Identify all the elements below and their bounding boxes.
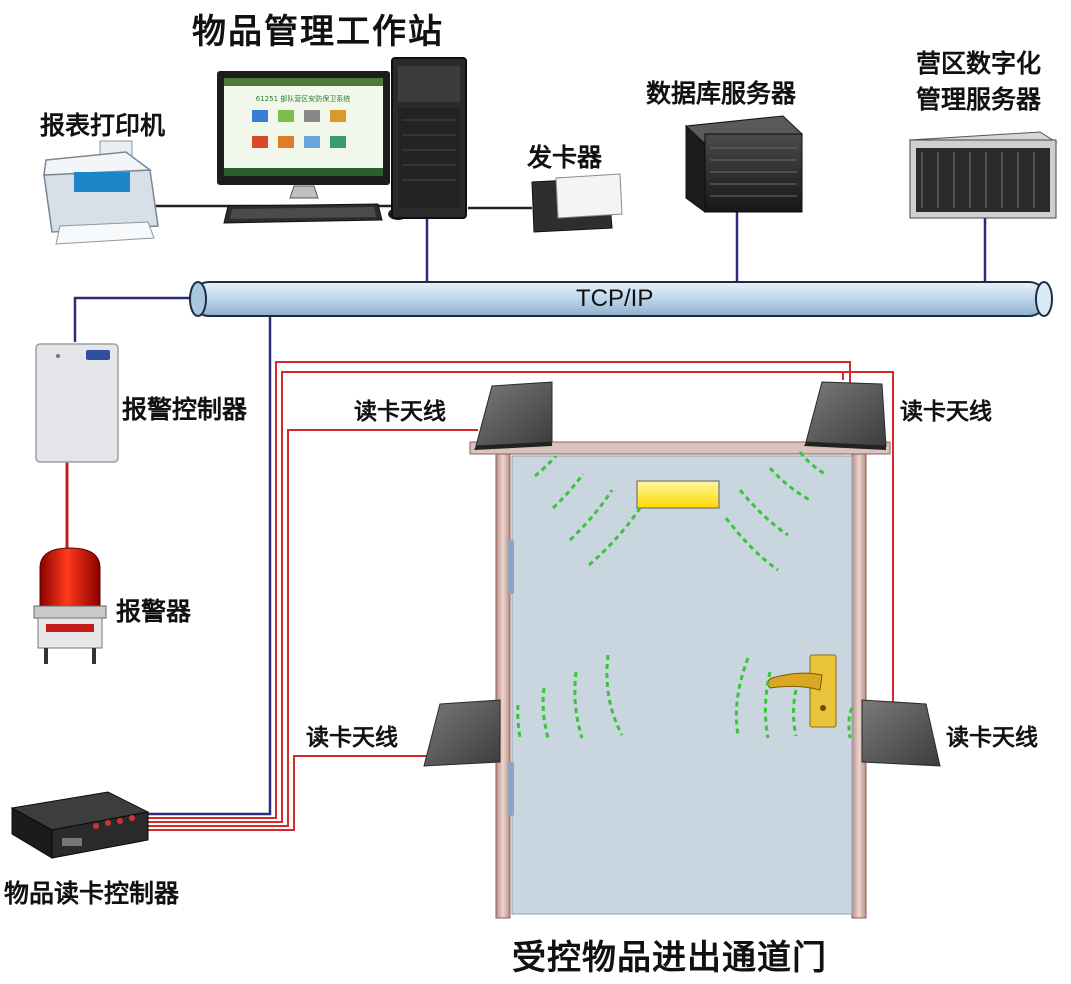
db-server-label: 数据库服务器: [646, 79, 797, 108]
antenna-top-right-label: 读卡天线: [900, 399, 992, 425]
rfid-waves: [516, 451, 854, 739]
monitor-icon: 61251 部队营区安防保卫系统: [217, 71, 390, 199]
alarm-siren-icon: [33, 547, 107, 664]
printer-label: 报表打印机: [40, 111, 166, 140]
reader-controller-icon: [10, 791, 150, 859]
alarm-label: 报警器: [116, 597, 192, 626]
management-server-icon: [908, 131, 1058, 219]
camp-server-label-line1: 营区数字化: [916, 49, 1042, 78]
database-server-icon: [684, 115, 804, 213]
camp-server-label-line2: 管理服务器: [916, 85, 1042, 114]
card-issuer-icon: [531, 173, 623, 233]
svg-text:61251 部队营区安防保卫系统: 61251 部队营区安防保卫系统: [256, 94, 351, 103]
card-issuer-label: 发卡器: [527, 143, 603, 172]
door-frame: [469, 441, 891, 919]
pc-tower-icon: [391, 57, 467, 219]
antenna-mid-right-label: 读卡天线: [946, 725, 1038, 751]
printer-icon: [43, 140, 159, 245]
tcpip-bus-label: TCP/IP: [576, 285, 654, 312]
door-caption: 受控物品进出通道门: [512, 938, 827, 978]
antenna-top-right-icon: [804, 381, 887, 450]
antenna-top-left-icon: [474, 381, 553, 450]
door-lamp: [636, 480, 720, 509]
keyboard-icon: [223, 203, 383, 224]
tcpip-bus: [189, 281, 1053, 317]
workstation: 61251 部队营区安防保卫系统: [217, 57, 467, 224]
antenna-mid-right-icon: [861, 699, 941, 767]
alarm-controller-label: 报警控制器: [122, 395, 248, 424]
antenna-mid-left-icon: [423, 699, 501, 767]
workstation-title: 物品管理工作站: [192, 12, 444, 52]
antenna-top-left-label: 读卡天线: [354, 399, 446, 425]
wires: [65, 204, 987, 831]
antenna-mid-left-label: 读卡天线: [306, 725, 398, 751]
alarm-controller-icon: [35, 343, 119, 463]
reader-controller-label: 物品读卡控制器: [4, 879, 180, 908]
